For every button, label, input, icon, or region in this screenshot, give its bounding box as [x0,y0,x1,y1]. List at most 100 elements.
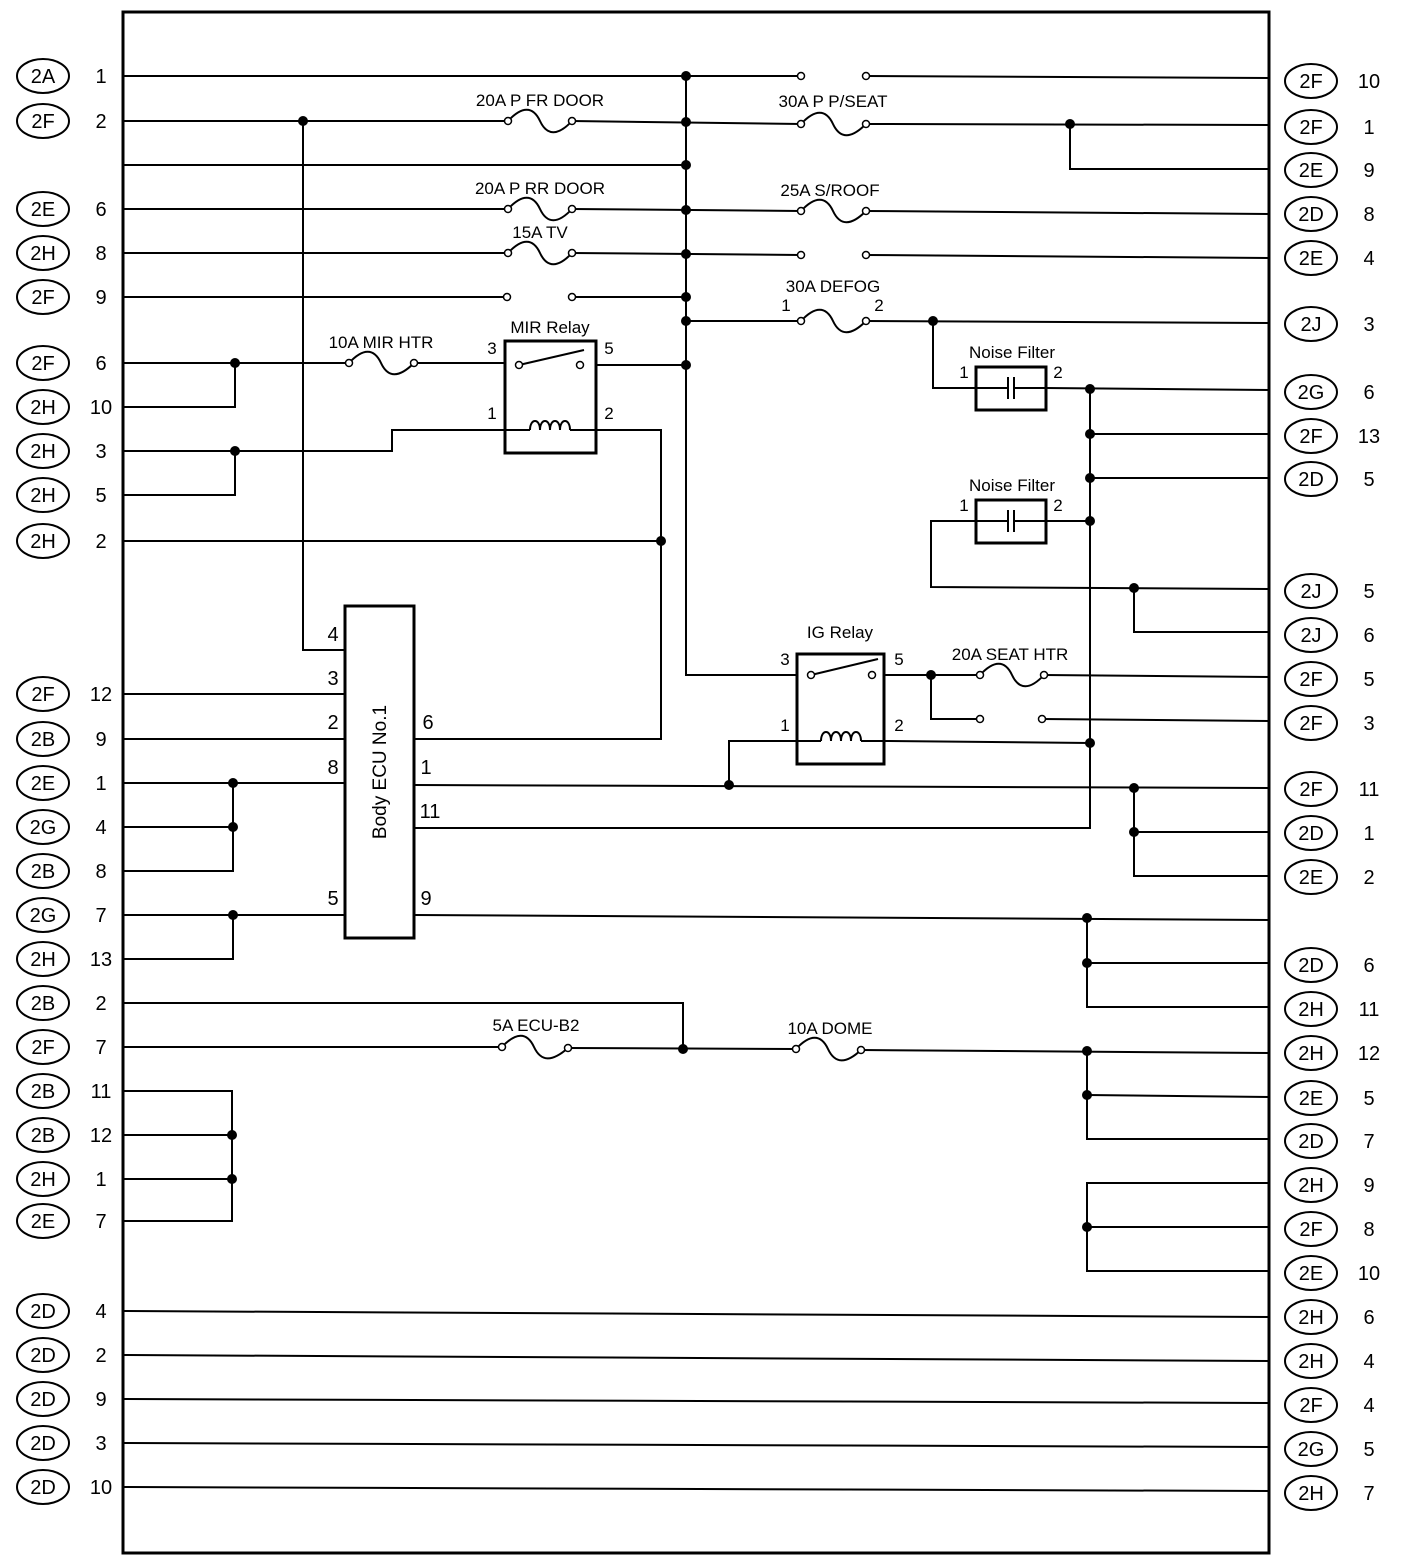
connector-oval [1284,1080,1338,1116]
connector-pin: 11 [1359,999,1380,1021]
pin-label: 8 [327,757,338,779]
left-connector-22: 2H 1 [16,1161,107,1197]
connector-oval [1284,705,1338,741]
left-connector-13: 2E 1 [16,765,107,801]
ig-relay-label: IG Relay [807,623,874,642]
connector-id: 2E [1299,867,1323,889]
pin-label: 3 [487,339,496,358]
pin-label: 5 [604,339,613,358]
connector-id: 2B [31,1125,55,1147]
pin-label: 6 [422,712,433,734]
connector-pin: 8 [95,243,106,265]
connector-oval [16,1425,70,1461]
noise-filter-2: Noise Filter 1 2 [959,476,1063,545]
connector-id: 2F [31,353,54,375]
connector-pin: 6 [1363,382,1374,404]
connector-pin: 6 [1363,625,1374,647]
connector-id: 2E [1299,248,1323,270]
connector-pin: 6 [1363,1307,1374,1329]
connector-pin: 9 [1363,1175,1374,1197]
mir-relay-label: MIR Relay [510,318,590,337]
connector-id: 2H [30,485,56,507]
pin-label: 9 [420,888,431,910]
connector-id: 2E [31,773,55,795]
connector-oval [1284,771,1338,807]
connector-oval [1284,152,1338,188]
connector-oval [16,853,70,889]
pin-label: 1 [420,757,431,779]
connector-oval [16,985,70,1021]
connector-oval [16,1469,70,1505]
connector-oval [16,523,70,559]
connector-pin: 1 [1363,117,1374,139]
connector-id: 2F [1299,117,1322,139]
fuse-dome: 10A DOME [787,1019,873,1062]
connector-pin: 5 [1363,469,1374,491]
connector-id: 2F [31,287,54,309]
connector-pin: 5 [1363,669,1374,691]
connector-id: 2E [1299,160,1323,182]
connector-oval [1284,1035,1338,1071]
pin-label: 1 [487,404,496,423]
connector-pin: 2 [95,111,106,133]
connector-pin: 10 [1358,1263,1380,1285]
connector-oval [1284,306,1338,342]
pin-label: 3 [780,650,789,669]
right-connector-16: 2E 2 [1284,859,1375,895]
connector-pin: 2 [95,531,106,553]
connector-id: 2D [1298,469,1324,491]
connector-pin: 10 [90,1477,112,1499]
connector-pin: 1 [95,773,106,795]
connector-pin: 7 [95,1037,106,1059]
connector-id: 2H [30,1169,56,1191]
connector-pin: 4 [1363,1395,1374,1417]
connector-pin: 1 [95,66,106,88]
connector-pin: 2 [1363,867,1374,889]
connector-pin: 1 [95,1169,106,1191]
connector-pin: 7 [95,1211,106,1233]
connector-pin: 9 [95,1389,106,1411]
connector-id: 2F [1299,713,1322,735]
connector-pin: 3 [95,1433,106,1455]
pin-label: 1 [781,296,790,315]
fuse-p-pseat: 30A P P/SEAT [779,92,888,137]
connector-id: 2F [31,684,54,706]
noise-filter-label: Noise Filter [969,343,1055,362]
connector-oval [1284,1431,1338,1467]
connector-pin: 5 [1363,1439,1374,1461]
connector-oval [1284,815,1338,851]
fuse-label: 5A ECU-B2 [493,1016,580,1035]
connector-oval [16,1337,70,1373]
connector-id: 2F [1299,669,1322,691]
connector-pin: 10 [1358,71,1380,93]
connector-oval [1284,196,1338,232]
connector-id: 2D [1298,1131,1324,1153]
connector-oval [16,897,70,933]
fuse-defog: 30A DEFOG 1 2 [781,277,884,334]
connector-pin: 11 [1359,779,1380,801]
connector-id: 2B [31,1081,55,1103]
connector-id: 2H [30,949,56,971]
connector-pin: 12 [1358,1043,1380,1065]
